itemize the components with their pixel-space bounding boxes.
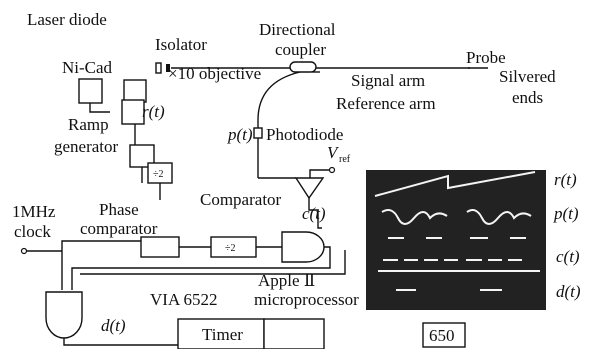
isolator-element	[155, 62, 162, 74]
vref-wire	[309, 169, 330, 178]
reference-arm-label: Reference arm	[336, 94, 436, 113]
figure-number: 650	[429, 326, 455, 345]
bus-wire	[80, 250, 346, 275]
photodiode-trace	[381, 209, 532, 225]
laser-diode-box	[123, 79, 147, 103]
scope-label-p: p(t)	[553, 204, 579, 223]
vref-terminal	[328, 166, 336, 174]
phase-comparator-box	[140, 236, 180, 258]
directional-label: Directional	[259, 20, 336, 39]
comparator-output	[308, 198, 322, 229]
ramp-generator-box	[121, 99, 145, 125]
scope-label-d: d(t)	[556, 282, 581, 301]
isolator-label: Isolator	[155, 35, 207, 54]
microprocessor-label: microprocessor	[254, 290, 359, 309]
clock-label-2: clock	[14, 222, 51, 241]
phase-comparator-label: comparator	[80, 219, 158, 238]
timer-label: Timer	[202, 325, 243, 344]
vref-label: V	[327, 143, 340, 162]
signal-arm-label: Signal arm	[351, 71, 425, 90]
and-to-timer	[63, 338, 178, 346]
phase-wire	[88, 240, 211, 248]
battery-wire	[89, 103, 110, 113]
r-signal-label: r(t)	[142, 102, 165, 121]
probe-label: Probe	[466, 48, 506, 67]
coupler-label: coupler	[275, 40, 326, 59]
reference-fiber	[257, 71, 301, 150]
clock-wire	[27, 240, 88, 290]
ni-cad-label: Ni-Cad	[62, 58, 113, 77]
ends-label: ends	[512, 88, 543, 107]
laser-diode-label: Laser diode	[27, 10, 107, 29]
divide-by-2-lower-label: ÷2	[225, 243, 236, 254]
and-output-wire	[71, 246, 331, 290]
directional-coupler	[289, 61, 317, 73]
oscilloscope-screen	[366, 170, 546, 310]
objective-lens	[166, 64, 170, 72]
clock-terminal	[20, 247, 28, 255]
silvered-label: Silvered	[499, 67, 556, 86]
generator-label: generator	[54, 137, 119, 156]
and-gate-lower	[45, 291, 83, 339]
d-signal-label: d(t)	[101, 316, 126, 335]
photodiode	[253, 127, 263, 139]
clock-label-1: 1MHz	[12, 202, 56, 221]
and-gate-apple	[281, 231, 325, 263]
via-label: VIA 6522	[150, 290, 218, 309]
vref-subscript: ref	[339, 154, 351, 165]
scope-label-r: r(t)	[554, 170, 577, 189]
figure-number-box	[422, 322, 466, 348]
apple-label: Apple Ⅱ	[258, 271, 315, 290]
ramp-label: Ramp	[68, 115, 109, 134]
ramp-trace	[374, 171, 536, 197]
comparator-label: Comparator	[200, 190, 282, 209]
ni-cad-battery	[78, 78, 103, 104]
scope-label-c: c(t)	[556, 247, 580, 266]
phase-label: Phase	[99, 200, 139, 219]
comparator-symbol	[294, 177, 325, 200]
p-signal-label: p(t)	[227, 125, 253, 144]
photodiode-label: Photodiode	[266, 125, 343, 144]
c-signal-label: c(t)	[302, 204, 326, 223]
microprocessor-box	[263, 318, 325, 349]
objective-label: ×10 objective	[168, 64, 261, 83]
divide-by-2-upper-label: ÷2	[153, 169, 164, 180]
